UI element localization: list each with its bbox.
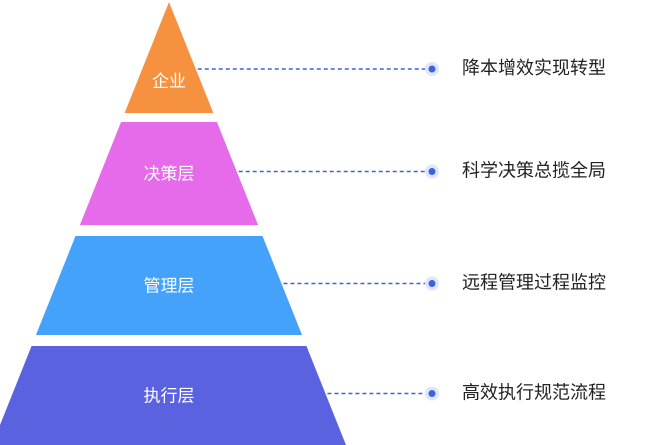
tier-label-2: 决策层 [144, 165, 195, 185]
tier-label-4: 执行层 [144, 387, 195, 407]
tier-description-2: 科学决策总揽全局 [462, 161, 606, 182]
dot-icon [425, 276, 439, 291]
pyramid-tier-1 [124, 2, 214, 113]
tier-label-1: 企业 [152, 72, 186, 92]
dot-icon [425, 62, 439, 76]
connectors [197, 62, 439, 401]
dot-icon [425, 386, 439, 401]
pyramid-tier-4 [0, 346, 346, 445]
dot-icon [425, 164, 439, 179]
tier-description-1: 降本增效实现转型 [462, 58, 606, 79]
pyramid-tier-2 [79, 122, 259, 225]
tier-description-4: 高效执行规范流程 [462, 383, 606, 404]
tier-label-3: 管理层 [144, 277, 195, 297]
tier-description-3: 远程管理过程监控 [462, 273, 606, 294]
pyramid-tier-3 [35, 236, 303, 335]
